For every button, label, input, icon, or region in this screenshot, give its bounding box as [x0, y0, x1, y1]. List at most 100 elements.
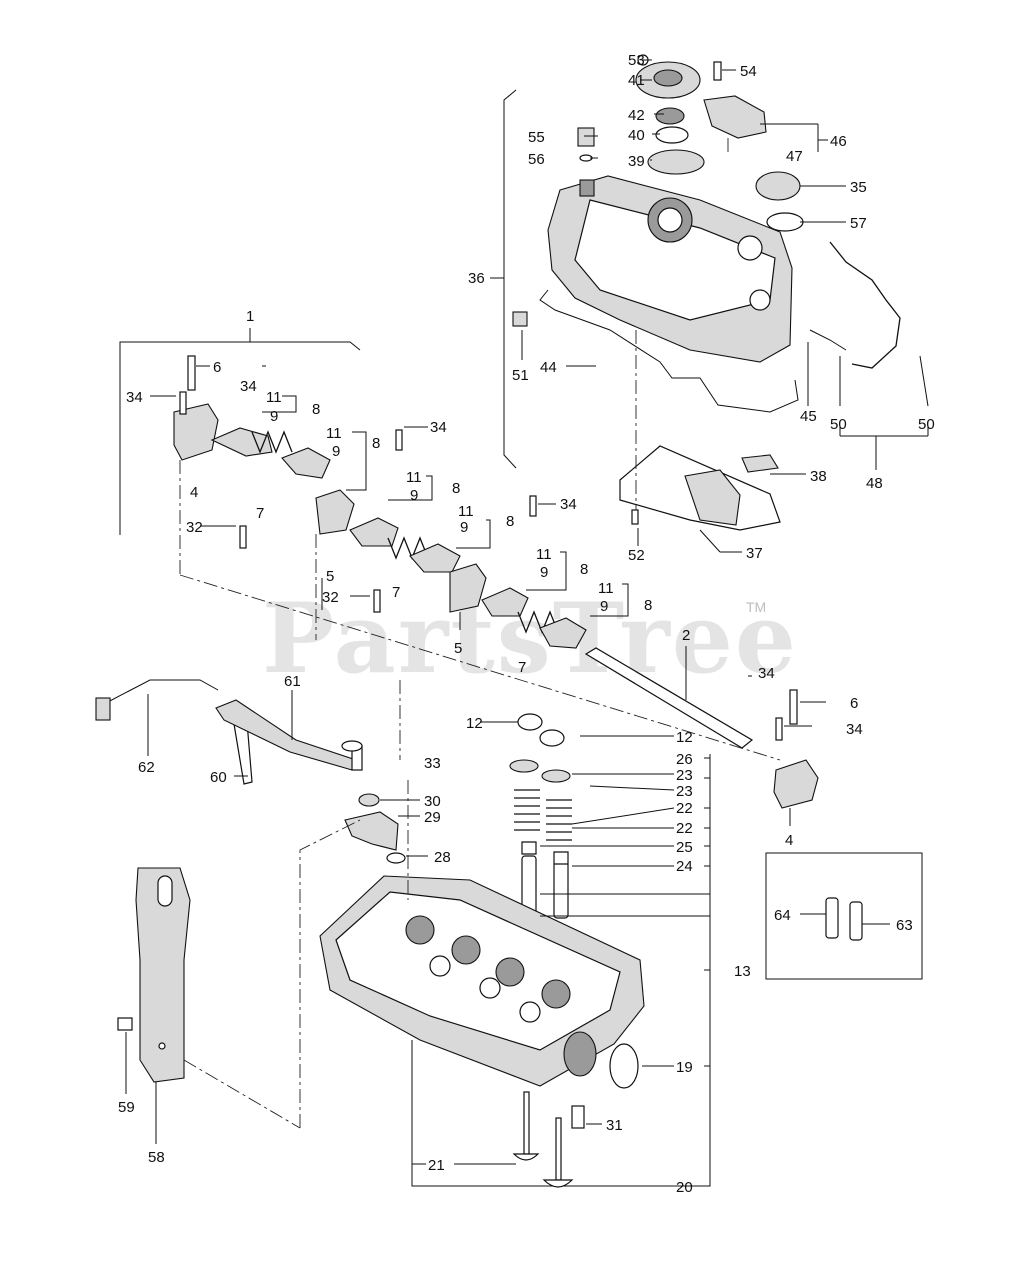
callout-4-right: 4	[785, 832, 793, 849]
callout-9-f: 9	[600, 598, 608, 615]
callout-48: 48	[866, 475, 883, 492]
callout-34-b: 34	[240, 378, 257, 395]
retainer	[655, 126, 689, 144]
callout-8-a: 8	[312, 401, 320, 418]
callout-64: 64	[774, 907, 791, 924]
callout-30: 30	[424, 793, 441, 810]
callout-8-b: 8	[372, 435, 380, 452]
callout-41: 41	[628, 72, 645, 89]
wire-harness	[103, 679, 219, 705]
callout-8-f: 8	[644, 597, 652, 614]
rocker-support-mid	[449, 563, 487, 613]
callout-34-c: 34	[430, 419, 447, 436]
exhaust-valve	[555, 1117, 562, 1181]
callout-50-left: 50	[830, 416, 847, 433]
callout-21: 21	[428, 1157, 445, 1174]
callout-9-e: 9	[540, 564, 548, 581]
intake-valve	[523, 1091, 530, 1155]
callout-34-a: 34	[126, 389, 143, 406]
callout-12-right: 12	[676, 729, 693, 746]
plug-seal	[609, 1043, 639, 1089]
callout-26: 26	[676, 751, 693, 768]
callout-62: 62	[138, 759, 155, 776]
callout-32-a: 32	[186, 519, 203, 536]
callout-8-e: 8	[580, 561, 588, 578]
callout-34-e: 34	[758, 665, 775, 682]
callout-38: 38	[810, 468, 827, 485]
callout-28: 28	[434, 849, 451, 866]
callout-13: 13	[734, 963, 751, 980]
rocker-arm	[409, 543, 461, 573]
callout-32-b: 32	[322, 589, 339, 606]
rocker-spring	[251, 430, 293, 454]
callout-24: 24	[676, 858, 693, 875]
rocker-arm	[349, 517, 399, 547]
callout-8-c: 8	[452, 480, 460, 497]
rocker-spring	[517, 610, 559, 634]
port-opening	[563, 1031, 597, 1077]
rocker-support-left	[173, 403, 219, 461]
callout-40: 40	[628, 127, 645, 144]
callout-22-b: 22	[676, 820, 693, 837]
valve-guide	[553, 861, 569, 919]
callout-6-left: 6	[213, 359, 221, 376]
callout-61: 61	[284, 673, 301, 690]
rocker-arm	[281, 447, 331, 479]
callout-34-f: 34	[846, 721, 863, 738]
callout-36: 36	[468, 270, 485, 287]
callout-19: 19	[676, 1059, 693, 1076]
callout-25: 25	[676, 839, 693, 856]
callout-23-b: 23	[676, 783, 693, 800]
rocker-arm	[539, 617, 587, 649]
callout-9-b: 9	[332, 443, 340, 460]
callout-44: 44	[540, 359, 557, 376]
glow-plug-group	[95, 679, 406, 864]
rocker-shaft	[584, 647, 754, 749]
valve-cover-gasket	[539, 289, 799, 413]
callout-8-d: 8	[506, 513, 514, 530]
callout-6-right: 6	[850, 695, 858, 712]
breather-hose	[829, 241, 901, 369]
callout-22-a: 22	[676, 800, 693, 817]
callout-56: 56	[528, 151, 545, 168]
callout-20: 20	[676, 1179, 693, 1196]
callout-11-b: 11	[326, 425, 342, 442]
rocker-arm-group	[119, 328, 819, 809]
callout-11-a: 11	[266, 389, 282, 406]
callout-51: 51	[512, 367, 529, 384]
valve-spring	[514, 789, 540, 831]
callout-54: 54	[740, 63, 757, 80]
callout-7-a: 7	[256, 505, 264, 522]
inset-box	[765, 852, 923, 980]
watermark-trademark: TM	[746, 599, 766, 615]
valve-cover-group	[490, 54, 901, 531]
sensor	[703, 95, 767, 139]
guide-64	[825, 897, 839, 939]
guide-63	[849, 901, 863, 941]
callout-31: 31	[606, 1117, 623, 1134]
cylinder-head	[299, 780, 645, 1129]
callout-7-c: 7	[518, 659, 526, 676]
callout-45: 45	[800, 408, 817, 425]
callout-11-c: 11	[406, 469, 422, 486]
lifting-bracket	[117, 867, 301, 1129]
callout-53: 53	[628, 52, 645, 69]
callout-11-d: 11	[458, 503, 474, 520]
rocker-arm	[210, 427, 273, 457]
seal-ring	[655, 107, 685, 125]
callout-1: 1	[246, 308, 254, 325]
callout-55: 55	[528, 129, 545, 146]
callout-29: 29	[424, 809, 441, 826]
rocker-arm	[481, 587, 529, 617]
clamp	[344, 811, 399, 851]
callout-2: 2	[682, 627, 690, 644]
rocker-support-right	[773, 759, 819, 809]
callout-63: 63	[896, 917, 913, 934]
callout-labels: 53 41 42 40 39 54 46 47 35 57 55 56 36 5…	[118, 52, 935, 1196]
callout-11-e: 11	[536, 546, 552, 563]
callout-4-left: 4	[190, 484, 198, 501]
baffle-block	[741, 454, 779, 473]
callout-60: 60	[210, 769, 227, 786]
oil-cap	[755, 171, 801, 201]
